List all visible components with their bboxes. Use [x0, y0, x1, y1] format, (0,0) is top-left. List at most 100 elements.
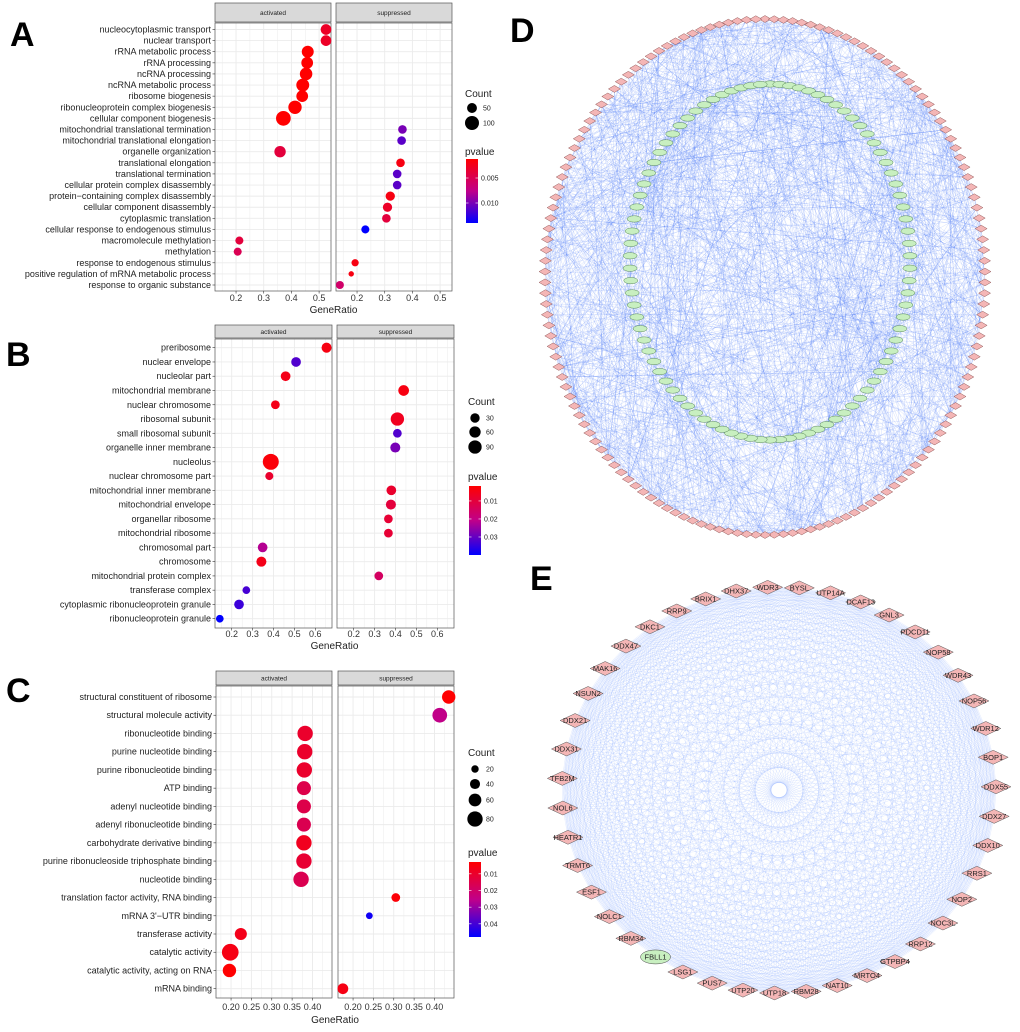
network-edge	[764, 18, 961, 158]
network-edge	[567, 700, 975, 838]
network-edge	[712, 975, 868, 984]
network-edge	[558, 325, 982, 368]
x-tick-label: 0.40	[304, 1002, 322, 1012]
network-edge	[636, 147, 956, 318]
network-node-gene	[669, 508, 682, 517]
network-edge	[774, 728, 986, 994]
network-edge	[574, 110, 696, 149]
network-edge	[636, 316, 935, 442]
network-edge	[845, 335, 980, 518]
network-edge	[628, 350, 892, 480]
network-edge	[574, 405, 820, 528]
legend-count-dot	[471, 765, 479, 773]
network-edge	[774, 975, 868, 994]
network-edge	[630, 816, 995, 939]
network-edge	[767, 587, 861, 603]
network-edge	[667, 45, 811, 530]
network-edge	[635, 68, 972, 188]
network-edge	[826, 104, 929, 425]
network-edge	[555, 167, 567, 357]
network-edge	[740, 87, 968, 178]
network-edge	[692, 33, 702, 525]
network-edge	[682, 615, 890, 973]
network-edge	[567, 837, 988, 846]
network-edge	[562, 778, 997, 787]
network-edge	[653, 29, 702, 362]
network-edge	[591, 652, 939, 893]
network-edge	[609, 816, 995, 917]
network-node-label: NOP58	[926, 648, 951, 657]
network-edge	[659, 33, 693, 372]
y-tick-label: purine ribonucleoside triphosphate bindi…	[43, 856, 212, 866]
network-edge	[655, 587, 800, 957]
network-edge	[746, 19, 855, 513]
network-edge	[920, 786, 997, 945]
network-edge	[719, 24, 732, 91]
network-edge	[574, 56, 880, 407]
network-edge	[567, 587, 800, 838]
network-edge	[692, 33, 961, 158]
network-edge	[712, 592, 831, 984]
network-edge	[750, 85, 935, 442]
network-edge	[636, 249, 984, 318]
network-node-gene	[887, 481, 901, 490]
network-edge	[721, 94, 951, 416]
network-edge	[679, 125, 961, 158]
network-edge	[801, 305, 906, 532]
network-edge	[659, 271, 986, 372]
network-edge	[712, 961, 896, 984]
network-edge	[575, 720, 988, 846]
network-edge	[704, 22, 802, 105]
network-edge	[544, 271, 590, 434]
network-edge	[837, 757, 994, 986]
network-edge	[774, 19, 887, 362]
network-edge	[567, 587, 768, 838]
network-edge	[828, 314, 983, 525]
network-edge	[565, 386, 676, 513]
data-point	[296, 78, 310, 92]
network-edge	[588, 652, 939, 694]
network-edge	[805, 728, 986, 992]
network-edge	[650, 316, 904, 498]
network-edge	[565, 22, 802, 168]
network-edge	[746, 19, 946, 130]
network-edge	[728, 441, 935, 532]
network-edge	[591, 700, 975, 893]
network-edge	[555, 356, 685, 518]
network-edge	[667, 314, 983, 509]
network-edge	[792, 20, 972, 367]
network-edge	[866, 675, 959, 976]
network-edge	[545, 260, 766, 536]
network-edge	[548, 325, 902, 480]
network-edge	[742, 975, 868, 991]
network-edge	[630, 652, 939, 939]
network-edge	[569, 29, 702, 158]
network-edge	[659, 371, 923, 458]
network-edge	[548, 228, 596, 442]
network-edge	[621, 81, 906, 306]
network-edge	[545, 84, 780, 261]
network-edge	[562, 700, 975, 809]
y-tick-label: transferase activity	[137, 929, 213, 939]
network-edge	[635, 68, 720, 530]
network-edge	[915, 631, 986, 729]
network-node-gene	[974, 321, 988, 330]
network-edge	[805, 816, 995, 992]
legend-count-dot	[467, 103, 477, 113]
network-edge	[550, 335, 761, 440]
network-edge	[909, 243, 978, 347]
data-point	[271, 400, 280, 410]
network-edge	[589, 350, 649, 434]
network-edge	[636, 206, 980, 337]
network-edge	[658, 50, 902, 480]
network-edge	[635, 68, 968, 178]
network-edge	[819, 172, 892, 527]
network-edge	[675, 346, 977, 513]
network-edge	[894, 176, 968, 486]
network-edge	[544, 26, 711, 283]
network-edge	[566, 601, 861, 750]
network-edge	[605, 587, 768, 669]
network-edge	[635, 68, 655, 163]
network-edge	[750, 415, 951, 439]
network-edge	[595, 260, 985, 442]
